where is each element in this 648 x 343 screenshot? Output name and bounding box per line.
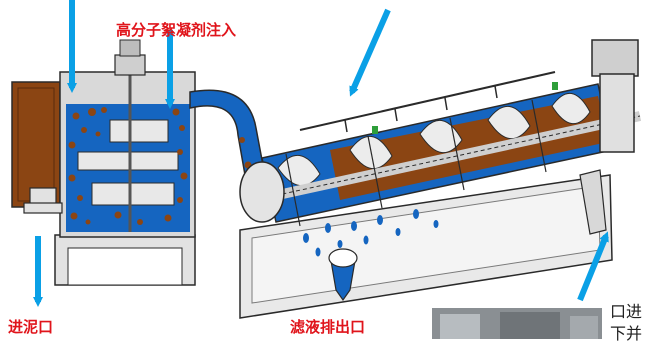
equipment-photo-fragment: [432, 308, 602, 339]
arrow-cake-discharge: [577, 231, 609, 302]
drive-motor: [591, 39, 639, 77]
cropped-label-bottom: 下并: [610, 324, 643, 343]
filtrate-drops: [303, 209, 439, 257]
agitator-motor: [114, 54, 146, 76]
screw-press: [239, 39, 642, 319]
tank-sludge-particles: [68, 107, 188, 225]
tank-side-panel: [11, 81, 61, 208]
press-inlet-cone: [239, 161, 285, 223]
filtrate-outlet-label: 滤液排出口: [290, 318, 366, 336]
cropped-label-top: 口进: [610, 302, 643, 321]
flow-arrows: [33, 0, 609, 307]
flocculant-injection-label: 高分子絮凝剂注入: [116, 21, 237, 39]
arrow-top-press: [349, 8, 391, 97]
press-sludge-zone: [330, 96, 608, 200]
sludge-inlet-label: 进泥口: [8, 318, 54, 336]
